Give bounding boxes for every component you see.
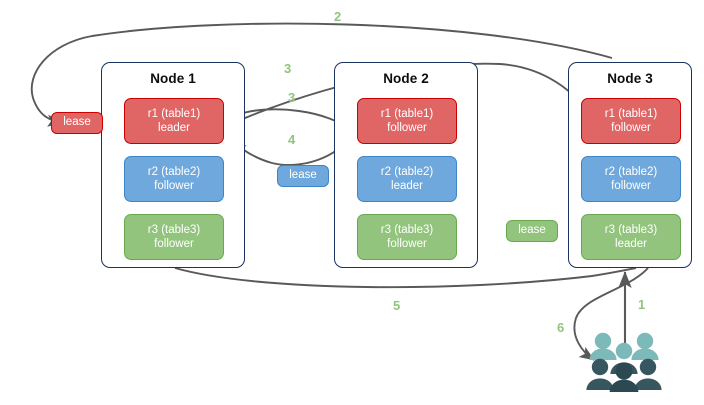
replica-role: leader [615,237,647,250]
arrow-step-2 [30,22,613,127]
replica-role: follower [154,179,194,192]
node-box-node2: Node 2 r1 (table1) follower r2 (table2) … [334,62,478,268]
step-label-6: 6 [557,320,565,335]
step-label-3-upper: 3 [284,61,292,76]
step-label-2: 2 [334,9,342,24]
people-icon [586,332,662,392]
replica-role: leader [391,179,423,192]
lease-label: lease [289,169,317,182]
step-label-4: 4 [288,132,296,147]
lease-label: lease [518,224,546,237]
replica-range: r1 (table1) [147,108,201,120]
replica-range: r2 (table2) [604,166,658,178]
replica-range: r1 (table1) [380,108,434,120]
replica-role: follower [387,237,427,250]
arrow-step-5 [174,267,637,289]
replica-range: r3 (table3) [380,224,434,236]
replica-role: follower [611,121,651,134]
node-title-node1: Node 1 [150,71,196,86]
step-label-5: 5 [393,298,401,313]
replica-role: follower [154,237,194,250]
arrow-step-6 [573,267,649,361]
replica-range: r1 (table1) [604,108,658,120]
lease-label: lease [63,116,91,129]
lease-badge-r2: lease [277,165,329,187]
replica-role: follower [611,179,651,192]
step-label-1: 1 [638,297,646,312]
replica-range: r2 (table2) [380,166,434,178]
replica-n2r2: r2 (table2) leader [357,156,457,202]
step-label-3-lower: 3 [288,90,296,105]
replica-range: r2 (table2) [147,166,201,178]
replica-n2r3: r3 (table3) follower [357,214,457,260]
replica-range: r3 (table3) [604,224,658,236]
replica-role: follower [387,121,427,134]
node-title-node3: Node 3 [607,71,653,86]
replica-n1r2: r2 (table2) follower [124,156,224,202]
lease-badge-r1: lease [51,112,103,134]
replica-n2r1: r1 (table1) follower [357,98,457,144]
replica-n1r3: r3 (table3) follower [124,214,224,260]
replica-role: leader [158,121,190,134]
lease-badge-r3: lease [506,220,558,242]
replica-n3r2: r2 (table2) follower [581,156,681,202]
node-box-node1: Node 1 r1 (table1) leader r2 (table2) fo… [101,62,245,268]
replica-range: r3 (table3) [147,224,201,236]
replica-n1r1: r1 (table1) leader [124,98,224,144]
replica-n3r1: r1 (table1) follower [581,98,681,144]
replica-n3r3: r3 (table3) leader [581,214,681,260]
node-box-node3: Node 3 r1 (table1) follower r2 (table2) … [568,62,692,268]
node-title-node2: Node 2 [383,71,429,86]
